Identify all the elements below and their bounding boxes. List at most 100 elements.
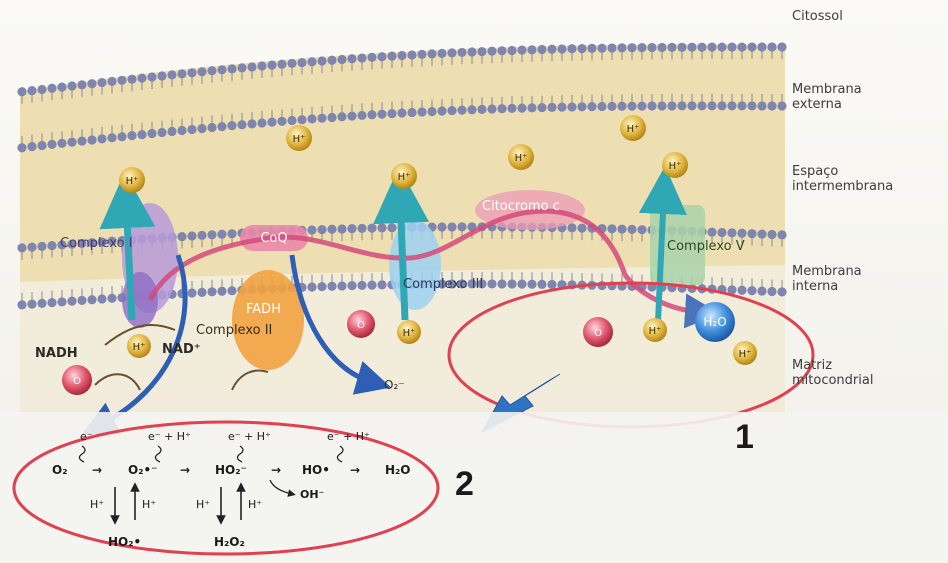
- outer-membrane-bottom-head: [187, 125, 196, 134]
- outer-membrane-bottom-head: [597, 102, 606, 111]
- electron-proton-label: e⁻ + H⁺: [228, 430, 271, 443]
- outer-membrane-bottom-head: [347, 111, 356, 120]
- complexo-iii-label: Complexo III: [403, 277, 483, 292]
- svg-text:H⁺: H⁺: [669, 161, 682, 172]
- outer-membrane-bottom-head: [377, 110, 386, 119]
- inner-membrane-bottom-head: [77, 296, 86, 305]
- outer-membrane-bottom-head: [327, 113, 336, 122]
- inner-membrane-top-head: [637, 225, 646, 234]
- outer-membrane-bottom-head: [57, 139, 66, 148]
- outer-membrane-top-head: [627, 43, 636, 52]
- outer-membrane-top-head: [427, 49, 436, 58]
- outer-membrane-top-head: [97, 78, 106, 87]
- outer-membrane-top-head: [27, 86, 36, 95]
- inner-membrane-bottom-head: [87, 295, 96, 304]
- inner-membrane-top-head: [207, 230, 216, 239]
- inner-membrane-top-head: [607, 224, 616, 233]
- inner-membrane-top-head: [327, 225, 336, 234]
- outer-membrane-top-head: [447, 48, 456, 57]
- outer-membrane-top-head: [327, 56, 336, 65]
- proton: H⁺: [643, 318, 667, 342]
- inner-membrane-top-head: [217, 230, 226, 239]
- outer-membrane-top-head: [607, 43, 616, 52]
- outer-membrane-bottom-head: [157, 128, 166, 137]
- inner-membrane-bottom-head: [357, 281, 366, 290]
- outer-membrane-bottom-head: [707, 101, 716, 110]
- label-espaco-intermembrana: Espaço intermembrana: [792, 164, 893, 194]
- label-membrana-interna: Membrana interna: [792, 264, 862, 294]
- outer-membrane-top-head: [197, 67, 206, 76]
- outer-membrane-bottom-head: [137, 130, 146, 139]
- outer-membrane-bottom-head: [357, 111, 366, 120]
- inner-membrane-bottom-head: [767, 287, 776, 296]
- coq-label: CoQ: [260, 231, 287, 246]
- svg-text:H⁺: H⁺: [293, 134, 306, 145]
- outer-membrane-bottom-head: [627, 102, 636, 111]
- superoxide-label: O₂⁻: [384, 378, 405, 392]
- outer-membrane-bottom-head: [667, 101, 676, 110]
- outer-membrane-top-head: [357, 53, 366, 62]
- inner-membrane-top-head: [727, 228, 736, 237]
- outer-membrane-bottom-head: [677, 101, 686, 110]
- outer-membrane-bottom-head: [367, 110, 376, 119]
- outer-membrane-bottom-head: [657, 101, 666, 110]
- outer-membrane-top-head: [587, 44, 596, 53]
- inner-membrane-top-head: [367, 224, 376, 233]
- outer-membrane-top-head: [647, 43, 656, 52]
- inner-membrane-top-head: [737, 229, 746, 238]
- outer-membrane-top-head: [217, 65, 226, 74]
- outer-membrane-bottom-head: [67, 138, 76, 147]
- outer-membrane-top-head: [747, 42, 756, 51]
- svg-text:H⁺: H⁺: [515, 153, 528, 164]
- inner-membrane-top-head: [307, 225, 316, 234]
- svg-text:H⁺: H⁺: [403, 328, 416, 339]
- outer-membrane-top-head: [417, 50, 426, 59]
- outer-membrane-top-head: [727, 42, 736, 51]
- outer-membrane-bottom-head: [257, 118, 266, 127]
- label-line: Membrana: [792, 264, 862, 279]
- outer-membrane-top-head: [547, 45, 556, 54]
- inner-membrane-top-head: [347, 224, 356, 233]
- outer-membrane-bottom-head: [527, 103, 536, 112]
- outer-membrane-top-head: [237, 63, 246, 72]
- oh-label: OH⁻: [300, 488, 325, 501]
- label-number-1: 1: [735, 418, 754, 457]
- complexo-i-label: Complexo I: [60, 236, 133, 251]
- complexo-v-label: Complexo V: [667, 239, 745, 254]
- outer-membrane-top-head: [277, 60, 286, 69]
- outer-membrane-bottom-head: [207, 123, 216, 132]
- svg-text:H⁺: H⁺: [649, 326, 662, 337]
- outer-membrane-bottom-head: [227, 121, 236, 130]
- outer-membrane-bottom-head: [77, 136, 86, 145]
- outer-membrane-bottom-head: [267, 118, 276, 127]
- reaction-species: HO₂•: [108, 535, 141, 549]
- reaction-species: O₂: [52, 463, 67, 477]
- inner-membrane-top-head: [197, 231, 206, 240]
- svg-text:H⁺: H⁺: [627, 124, 640, 135]
- outer-membrane-bottom-head: [37, 141, 46, 150]
- inner-membrane-bottom-head: [37, 299, 46, 308]
- outer-membrane-bottom-head: [767, 101, 776, 110]
- outer-membrane-bottom-head: [557, 103, 566, 112]
- outer-membrane-bottom-head: [647, 101, 656, 110]
- outer-membrane-top-head: [17, 87, 26, 96]
- inner-membrane-bottom-head: [47, 298, 56, 307]
- proton: H⁺: [620, 115, 646, 141]
- label-line: externa: [792, 97, 862, 112]
- inner-membrane-top-head: [447, 222, 456, 231]
- outer-membrane-top-head: [677, 43, 686, 52]
- label-line: interna: [792, 279, 862, 294]
- inner-membrane-bottom-head: [17, 300, 26, 309]
- inner-membrane-bottom-head: [217, 287, 226, 296]
- outer-membrane-top-head: [757, 42, 766, 51]
- outer-membrane-top-head: [407, 50, 416, 59]
- proton: H⁺: [286, 125, 312, 151]
- inner-membrane-top-head: [27, 243, 36, 252]
- inner-membrane-top-head: [187, 231, 196, 240]
- outer-membrane-top-head: [597, 44, 606, 53]
- outer-membrane-bottom-head: [637, 101, 646, 110]
- inner-membrane-bottom-head: [187, 288, 196, 297]
- outer-membrane-bottom-head: [107, 133, 116, 142]
- complex-iii: [389, 220, 441, 310]
- outer-membrane-top-head: [457, 48, 466, 57]
